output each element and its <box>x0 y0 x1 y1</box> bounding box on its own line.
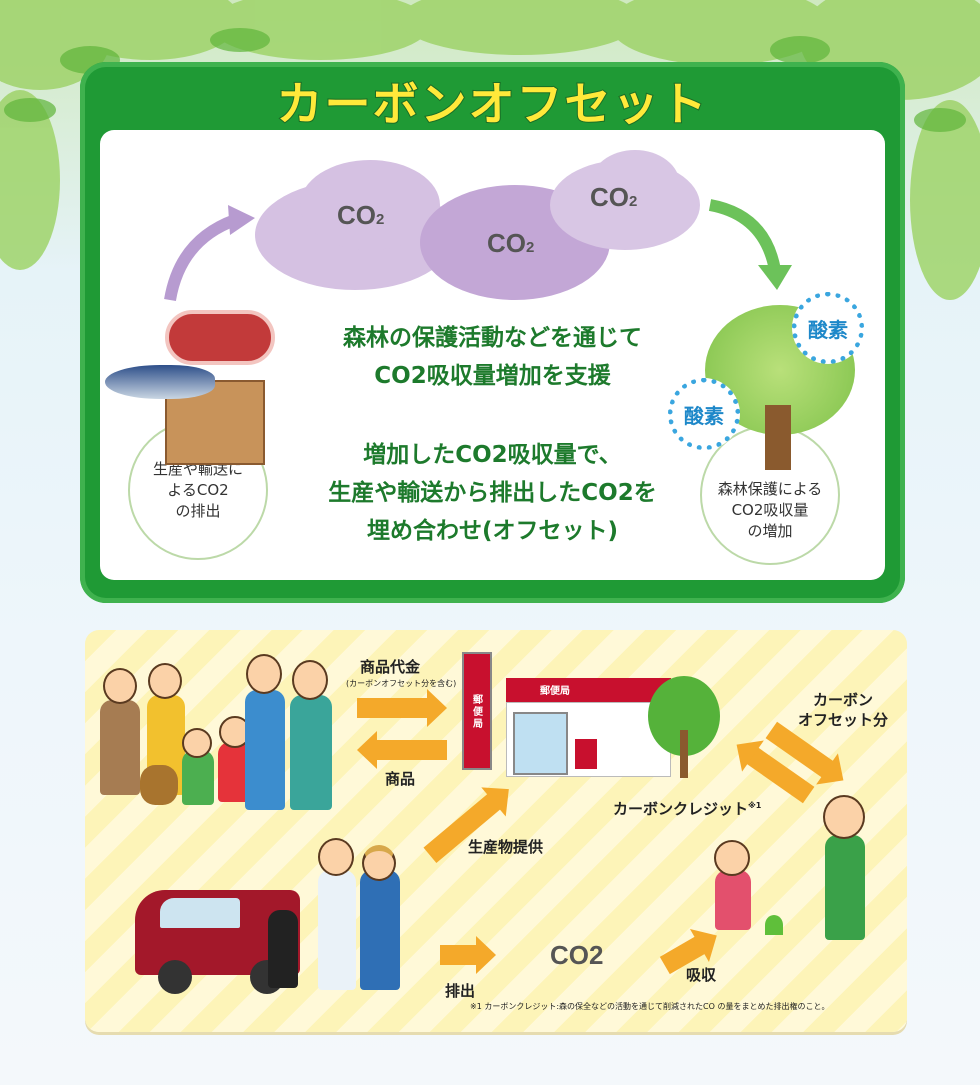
post-office-sign: 郵便局 <box>540 686 570 697</box>
cardboard-box-icon <box>165 380 265 465</box>
oxygen-badge-2: 酸素 <box>668 378 740 450</box>
cloud-co2-label-1: CO2 <box>337 200 385 230</box>
panel-title: カーボンオフセット <box>276 76 709 132</box>
offset-message-line-3: 埋め合わせ(オフセット) <box>366 518 619 544</box>
purple-curved-arrow-icon <box>164 205 255 302</box>
payment-arrow <box>357 689 447 727</box>
carbon-offset-label: カーボンオフセット分 <box>798 691 889 729</box>
produce-label: 生産物提供 <box>468 838 544 856</box>
green-curved-arrow-icon <box>708 199 792 290</box>
support-message-line-2: CO2吸収量増加を支援 <box>374 363 611 389</box>
co2-label: CO2 <box>550 940 604 970</box>
carbon-credit-label: カーボンクレジット※1 <box>613 800 762 818</box>
payment-label: 商品代金 <box>360 658 421 676</box>
emission-label: 排出 <box>445 982 476 1000</box>
absorb-label: 吸収 <box>686 966 717 984</box>
goods-label: 商品 <box>385 770 416 788</box>
post-office-pole-sign: 郵便局 <box>473 695 483 730</box>
cloud-co2-label-3: CO2 <box>590 182 638 212</box>
fish-icon <box>105 365 215 399</box>
support-message-line-1: 森林の保護活動などを通じて <box>343 325 642 351</box>
oxygen-badge-1: 酸素 <box>792 292 864 364</box>
cloud-co2-label-2: CO2 <box>487 228 535 258</box>
goods-arrow <box>357 731 447 769</box>
offset-message-line-1: 増加したCO2吸収量で、 <box>363 442 622 468</box>
offset-message-line-2: 生産や輸送から排出したCO2を <box>328 480 657 506</box>
payment-note: (カーボンオフセット分を含む) <box>346 679 457 688</box>
footnote: ※1 カーボンクレジット:森の保全などの活動を通じて削減されたCO の量をまとめ… <box>470 1002 830 1011</box>
meat-icon <box>165 310 275 365</box>
emission-arrow <box>440 936 496 974</box>
